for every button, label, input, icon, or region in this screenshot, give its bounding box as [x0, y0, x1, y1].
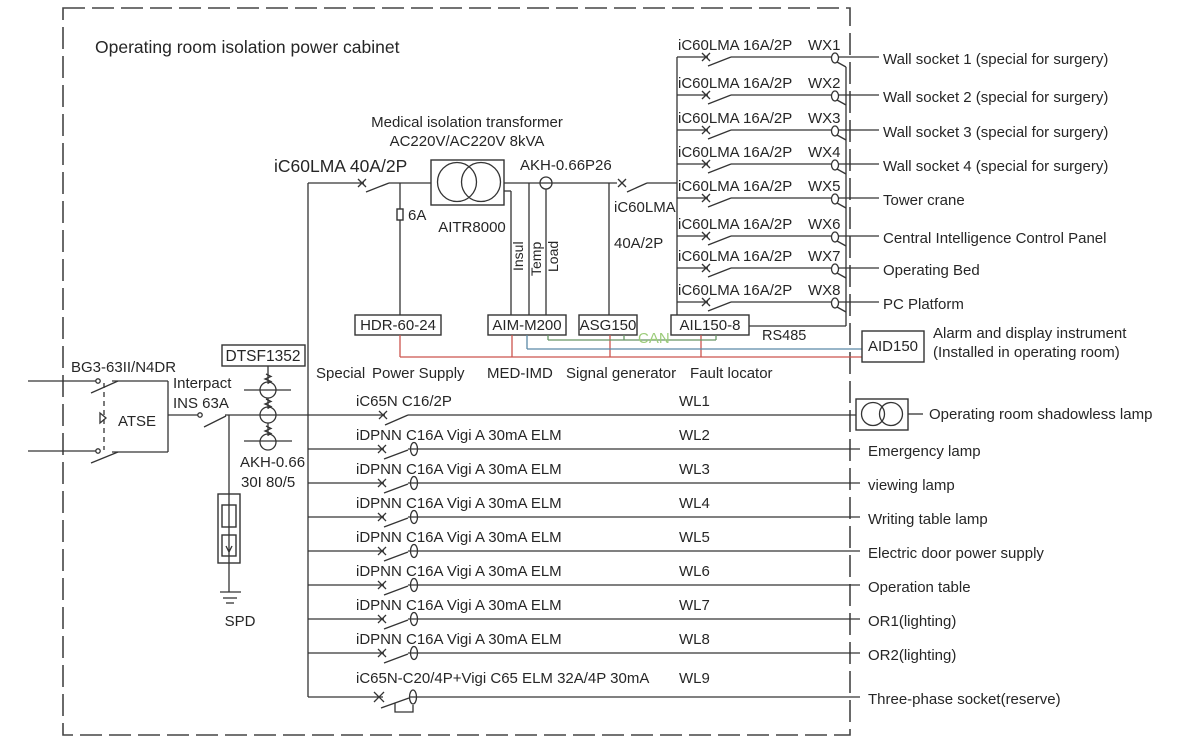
svg-text:WX7: WX7 — [808, 248, 841, 265]
svg-text:Wall socket 4 (special for sur: Wall socket 4 (special for surgery) — [883, 158, 1108, 175]
svg-text:Tower crane: Tower crane — [883, 192, 965, 209]
svg-text:Special: Special — [316, 365, 365, 382]
svg-text:iC60LMA 40A/2P: iC60LMA 40A/2P — [274, 156, 407, 176]
svg-text:Signal generator: Signal generator — [566, 365, 676, 382]
svg-text:WX4: WX4 — [808, 144, 841, 161]
svg-text:BG3-63II/N4DR: BG3-63II/N4DR — [71, 359, 176, 376]
svg-text:WX1: WX1 — [808, 37, 841, 54]
svg-text:WL9: WL9 — [679, 670, 710, 687]
svg-text:Emergency lamp: Emergency lamp — [868, 443, 981, 460]
svg-text:Alarm and display instrument: Alarm and display instrument — [933, 325, 1127, 342]
svg-text:Wall socket 1 (special for sur: Wall socket 1 (special for surgery) — [883, 51, 1108, 68]
svg-text:iC60LMA 16A/2P: iC60LMA 16A/2P — [678, 216, 792, 233]
svg-text:Operation table: Operation table — [868, 579, 971, 596]
svg-text:AC220V/AC220V 8kVA: AC220V/AC220V 8kVA — [390, 133, 545, 150]
svg-text:ATSE: ATSE — [118, 413, 156, 430]
svg-text:iC60LMA 16A/2P: iC60LMA 16A/2P — [678, 110, 792, 127]
svg-text:DTSF1352: DTSF1352 — [226, 348, 301, 365]
svg-text:iC60LMA 16A/2P: iC60LMA 16A/2P — [678, 144, 792, 161]
svg-text:iC60LMA 16A/2P: iC60LMA 16A/2P — [678, 37, 792, 54]
svg-text:WX6: WX6 — [808, 216, 841, 233]
svg-text:viewing lamp: viewing lamp — [868, 477, 955, 494]
svg-text:WX5: WX5 — [808, 178, 841, 195]
svg-text:Wall socket 3 (special for sur: Wall socket 3 (special for surgery) — [883, 124, 1108, 141]
svg-text:RS485: RS485 — [762, 328, 806, 344]
svg-text:Electric door power supply: Electric door power supply — [868, 545, 1044, 562]
svg-text:Central Intelligence Control P: Central Intelligence Control Panel — [883, 230, 1106, 247]
svg-text:iC65N-C20/4P+Vigi C65 ELM 32A/: iC65N-C20/4P+Vigi C65 ELM 32A/4P 30mA — [356, 670, 649, 687]
svg-text:SPD: SPD — [225, 613, 256, 630]
svg-text:iC65N C16/2P: iC65N C16/2P — [356, 393, 452, 410]
svg-text:Temp: Temp — [528, 242, 544, 276]
svg-text:Wall socket 2 (special for sur: Wall socket 2 (special for surgery) — [883, 89, 1108, 106]
svg-text:Interpact: Interpact — [173, 375, 232, 392]
svg-text:WL7: WL7 — [679, 597, 710, 614]
svg-text:AID150: AID150 — [868, 338, 918, 355]
svg-text:Operating room shadowless lamp: Operating room shadowless lamp — [929, 406, 1152, 423]
svg-text:AKH-0.66: AKH-0.66 — [240, 454, 305, 471]
svg-text:AIM-M200: AIM-M200 — [492, 317, 561, 334]
svg-text:iC60LMA 16A/2P: iC60LMA 16A/2P — [678, 282, 792, 299]
svg-text:Insul: Insul — [510, 241, 526, 271]
svg-text:iDPNN C16A Vigi A 30mA ELM: iDPNN C16A Vigi A 30mA ELM — [356, 563, 562, 580]
svg-text:Three-phase socket(reserve): Three-phase socket(reserve) — [868, 691, 1061, 708]
svg-text:iC60LMA: iC60LMA — [614, 199, 676, 216]
svg-text:Fault locator: Fault locator — [690, 365, 773, 382]
svg-text:iC60LMA 16A/2P: iC60LMA 16A/2P — [678, 178, 792, 195]
svg-text:WL3: WL3 — [679, 461, 710, 478]
svg-text:iDPNN C16A Vigi A 30mA ELM: iDPNN C16A Vigi A 30mA ELM — [356, 597, 562, 614]
svg-text:WX2: WX2 — [808, 75, 841, 92]
svg-text:INS 63A: INS 63A — [173, 395, 229, 412]
svg-text:PC Platform: PC Platform — [883, 296, 964, 313]
svg-text:Load: Load — [545, 241, 561, 272]
svg-text:iDPNN C16A Vigi A 30mA ELM: iDPNN C16A Vigi A 30mA ELM — [356, 461, 562, 478]
svg-text:WX8: WX8 — [808, 282, 841, 299]
svg-text:AIL150-8: AIL150-8 — [680, 317, 741, 334]
svg-text:iC60LMA 16A/2P: iC60LMA 16A/2P — [678, 248, 792, 265]
svg-text:WL2: WL2 — [679, 427, 710, 444]
svg-text:30I 80/5: 30I 80/5 — [241, 474, 295, 491]
svg-text:WX3: WX3 — [808, 110, 841, 127]
svg-text:iDPNN C16A Vigi A 30mA ELM: iDPNN C16A Vigi A 30mA ELM — [356, 495, 562, 512]
svg-text:WL8: WL8 — [679, 631, 710, 648]
svg-text:(Installed in operating room): (Installed in operating room) — [933, 344, 1120, 361]
svg-text:iDPNN C16A Vigi A 30mA ELM: iDPNN C16A Vigi A 30mA ELM — [356, 529, 562, 546]
svg-text:iDPNN C16A Vigi A 30mA ELM: iDPNN C16A Vigi A 30mA ELM — [356, 427, 562, 444]
svg-text:MED-IMD: MED-IMD — [487, 365, 553, 382]
svg-text:Power Supply: Power Supply — [372, 365, 465, 382]
svg-text:WL4: WL4 — [679, 495, 710, 512]
svg-text:40A/2P: 40A/2P — [614, 235, 663, 252]
svg-text:iDPNN C16A Vigi A 30mA ELM: iDPNN C16A Vigi A 30mA ELM — [356, 631, 562, 648]
svg-text:OR1(lighting): OR1(lighting) — [868, 613, 956, 630]
svg-text:Medical isolation transformer: Medical isolation transformer — [371, 114, 563, 131]
svg-text:iC60LMA 16A/2P: iC60LMA 16A/2P — [678, 75, 792, 92]
svg-text:WL5: WL5 — [679, 529, 710, 546]
svg-text:Operating Bed: Operating Bed — [883, 262, 980, 279]
svg-text:WL1: WL1 — [679, 393, 710, 410]
svg-text:HDR-60-24: HDR-60-24 — [360, 317, 436, 334]
svg-text:OR2(lighting): OR2(lighting) — [868, 647, 956, 664]
svg-text:6A: 6A — [408, 207, 426, 224]
svg-text:Operating room isolation power: Operating room isolation power cabinet — [95, 37, 400, 57]
svg-text:ASG150: ASG150 — [580, 317, 637, 334]
svg-text:WL6: WL6 — [679, 563, 710, 580]
svg-text:CAN: CAN — [638, 330, 670, 347]
svg-text:AKH-0.66P26: AKH-0.66P26 — [520, 157, 612, 174]
svg-text:AITR8000: AITR8000 — [438, 219, 506, 236]
svg-text:Writing table lamp: Writing table lamp — [868, 511, 988, 528]
